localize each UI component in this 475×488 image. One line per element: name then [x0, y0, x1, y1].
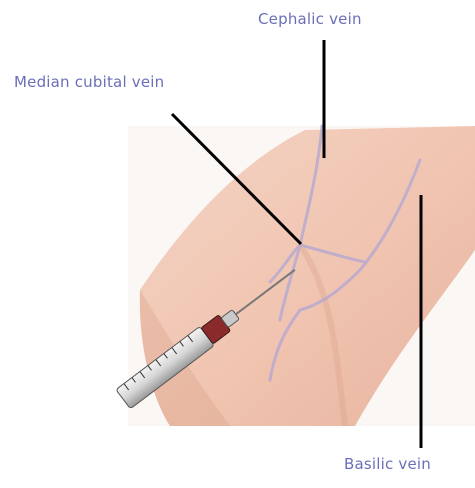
median-cubital-vein-label: Median cubital vein — [14, 73, 164, 91]
basilic-vein-label: Basilic vein — [344, 455, 431, 473]
cephalic-vein-label: Cephalic vein — [258, 10, 362, 28]
